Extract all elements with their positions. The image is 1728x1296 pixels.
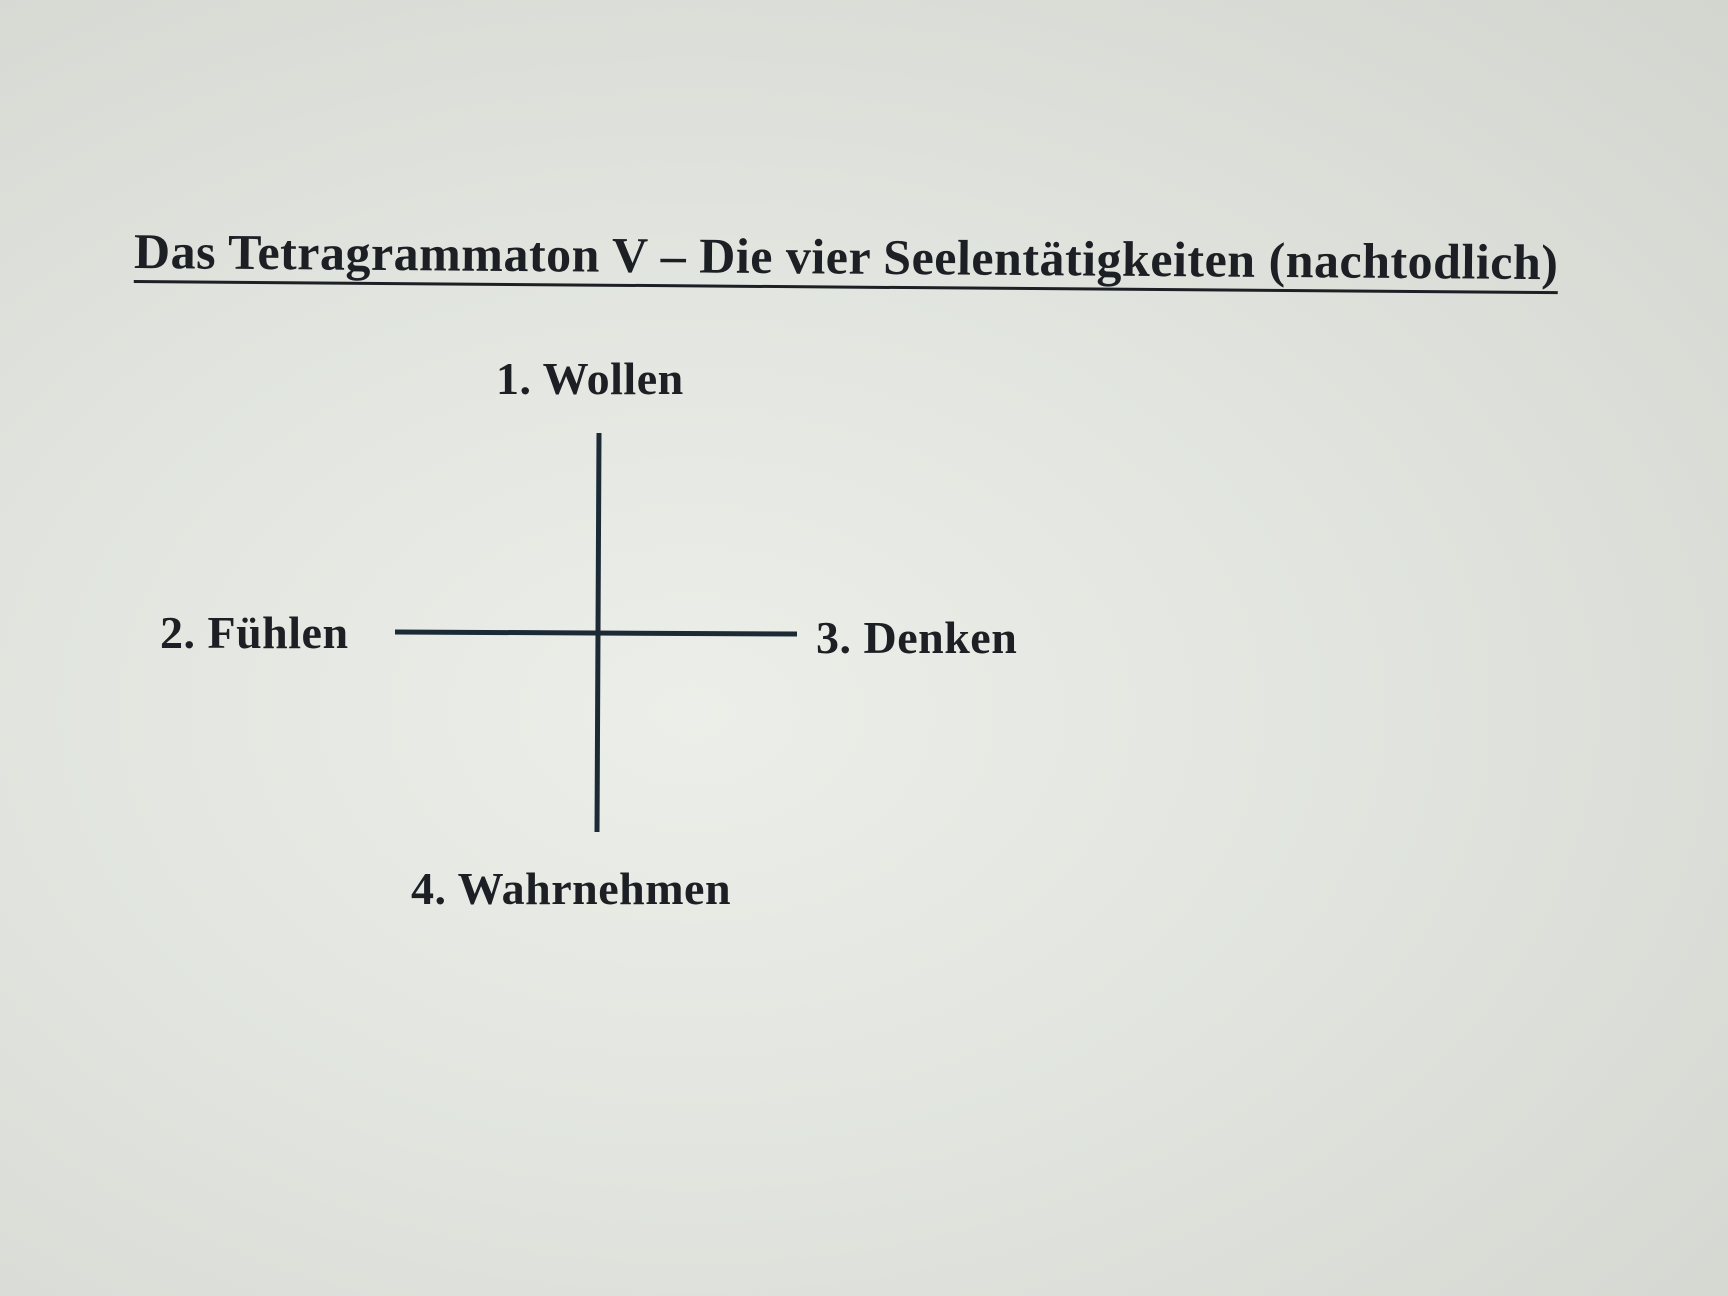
label-wollen: 1. Wollen [496,353,684,404]
label-denken: 3. Denken [816,612,1018,663]
label-fuehlen: 2. Fühlen [160,607,349,658]
label-wahrnehmen: 4. Wahrnehmen [411,863,732,914]
horizontal-axis [394,629,798,637]
